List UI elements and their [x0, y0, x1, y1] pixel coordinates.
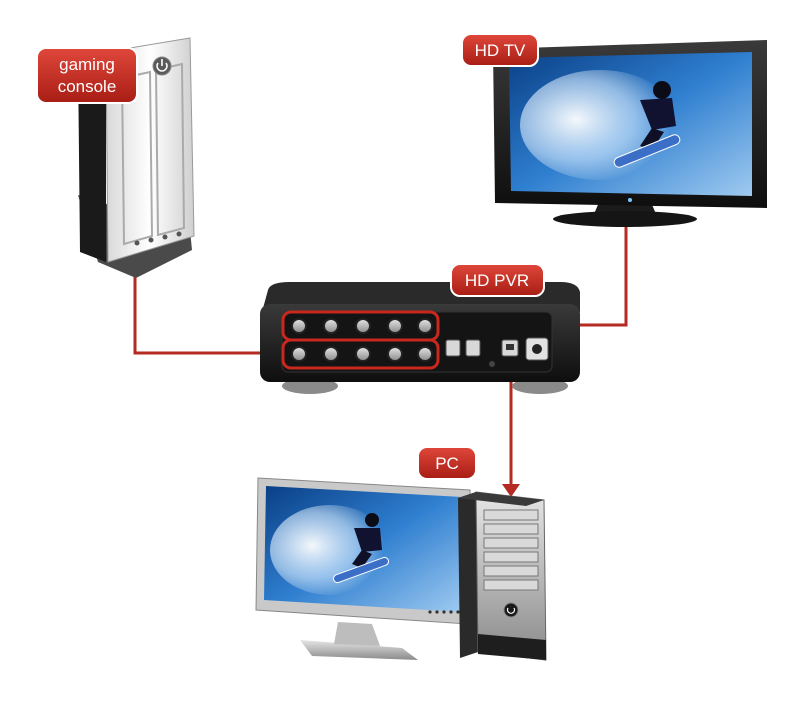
console-led [176, 231, 182, 237]
label-gaming-console-bg [36, 47, 138, 104]
monitor-stand-neck [334, 622, 380, 646]
console-led [134, 240, 140, 246]
label-hd-pvr-bg [450, 263, 545, 297]
tv-snowboarder-figure [613, 81, 681, 168]
label-hd-pvr: HD PVR [450, 263, 545, 297]
pvr-output-jacks [291, 318, 433, 334]
console-led [162, 234, 168, 240]
label-gaming-console-line2: console [58, 77, 117, 96]
arrow-into-pc [502, 484, 520, 497]
tower-top [458, 492, 544, 506]
jack [291, 346, 307, 362]
monitor-snowboarder-figure [333, 513, 389, 584]
hd-pvr-icon [260, 282, 580, 394]
console-bay-1 [120, 70, 154, 246]
label-hd-pvr-text: HD PVR [465, 271, 529, 290]
pvr-power-jack-hole [532, 344, 542, 354]
jack [323, 318, 339, 334]
tower-base [478, 634, 546, 660]
tower-power-icon [506, 607, 516, 614]
label-pc-text: PC [435, 454, 459, 473]
pvr-input-jacks [291, 346, 433, 362]
jack [323, 346, 339, 362]
console-bay-2 [154, 62, 186, 237]
hd-tv-icon [493, 40, 767, 227]
cable-console-to-pvr [133, 268, 280, 355]
label-gaming-console: gaming console [36, 47, 138, 104]
jack [387, 346, 403, 362]
pvr-optical-port-2 [465, 339, 481, 357]
label-hd-tv: HD TV [461, 33, 539, 67]
label-pc: PC [417, 446, 477, 480]
monitor-buttons [428, 610, 460, 614]
jack [417, 346, 433, 362]
monitor-stand-base [300, 640, 418, 660]
tower-side [458, 492, 478, 658]
jack [291, 318, 307, 334]
label-pc-bg [417, 446, 477, 480]
tower-drive-bays [483, 509, 539, 591]
tv-power-light [628, 198, 632, 202]
jack [355, 346, 371, 362]
label-hd-tv-bg [461, 33, 539, 67]
pc-tower-icon [458, 491, 547, 661]
pvr-small-button [489, 361, 495, 367]
tv-stand-base [553, 211, 697, 227]
label-hd-tv-text: HD TV [475, 41, 526, 60]
tower-power-button [503, 602, 519, 618]
pvr-usb-port-inner [506, 344, 514, 350]
label-gaming-console-line1: gaming [59, 55, 115, 74]
gaming-console-icon [78, 37, 195, 278]
console-led [148, 237, 154, 243]
pvr-optical-port-1 [445, 339, 461, 357]
pc-monitor-icon [255, 477, 471, 660]
jack [387, 318, 403, 334]
power-icon [156, 62, 168, 72]
pvr-input-ports-highlight [281, 338, 440, 370]
jack [355, 318, 371, 334]
console-side-panel [78, 52, 106, 262]
jack [417, 318, 433, 334]
